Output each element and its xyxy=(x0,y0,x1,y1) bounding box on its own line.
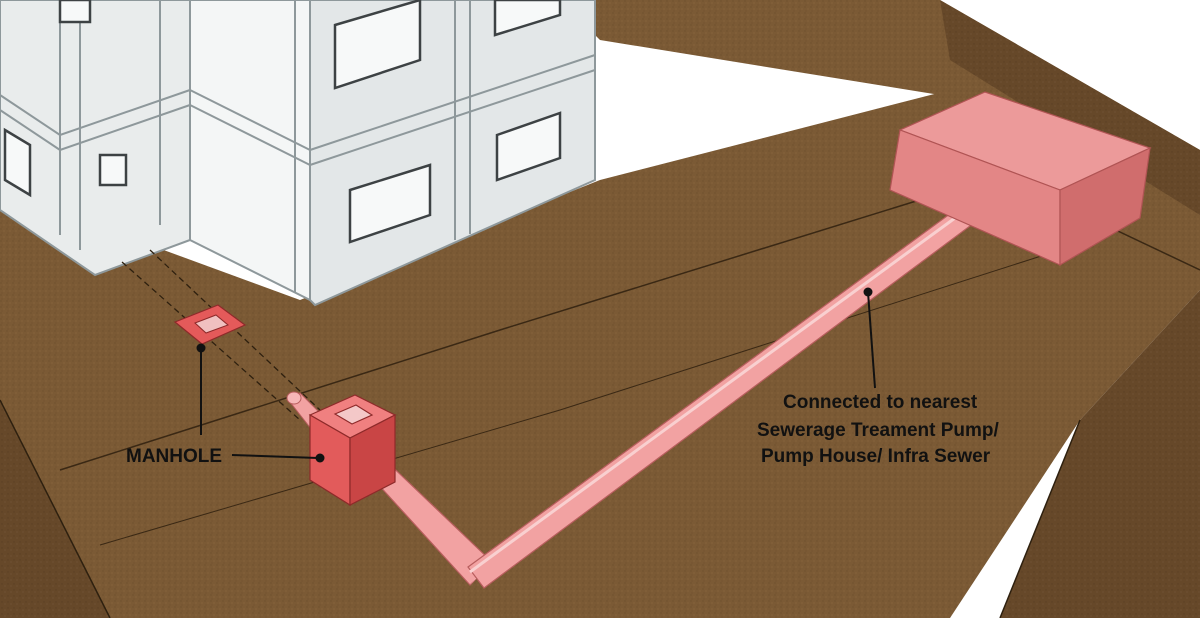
connection-label-line-1: Connected to nearest xyxy=(783,392,978,413)
upper-terrace xyxy=(560,0,1200,230)
window xyxy=(98,153,128,187)
front-slope-right xyxy=(1000,290,1200,618)
plot-boundary-front xyxy=(99,249,1061,546)
connection-leader xyxy=(867,291,876,389)
floor-band-mid-2 xyxy=(189,104,311,166)
window xyxy=(495,111,562,182)
manhole-label: MANHOLE xyxy=(126,446,222,467)
window xyxy=(493,0,562,37)
pump-house xyxy=(889,91,1152,267)
floor-band-mid xyxy=(189,89,311,151)
windows xyxy=(3,0,562,244)
building-mid-face xyxy=(189,0,311,302)
leader-lines xyxy=(200,291,876,459)
pipe-dot xyxy=(863,287,873,297)
window xyxy=(58,0,92,24)
chamber-dot xyxy=(315,453,325,463)
ground-edge-right xyxy=(999,419,1081,618)
ground-edge xyxy=(0,399,111,618)
inspection-chamber xyxy=(308,394,397,507)
building xyxy=(0,0,596,307)
window xyxy=(3,127,32,198)
manhole-leader-2 xyxy=(231,454,319,459)
floor-band-right-2 xyxy=(309,69,596,166)
drain-path-dashed xyxy=(121,249,321,421)
window xyxy=(333,0,422,90)
floor-band-right xyxy=(309,54,596,151)
connection-label-line-2: Sewerage Treament Pump/ xyxy=(757,420,1000,441)
manhole-cover xyxy=(173,304,247,345)
connection-label-line-3: Pump House/ Infra Sewer xyxy=(761,446,991,467)
window xyxy=(348,163,432,244)
manhole-dot xyxy=(196,343,206,353)
